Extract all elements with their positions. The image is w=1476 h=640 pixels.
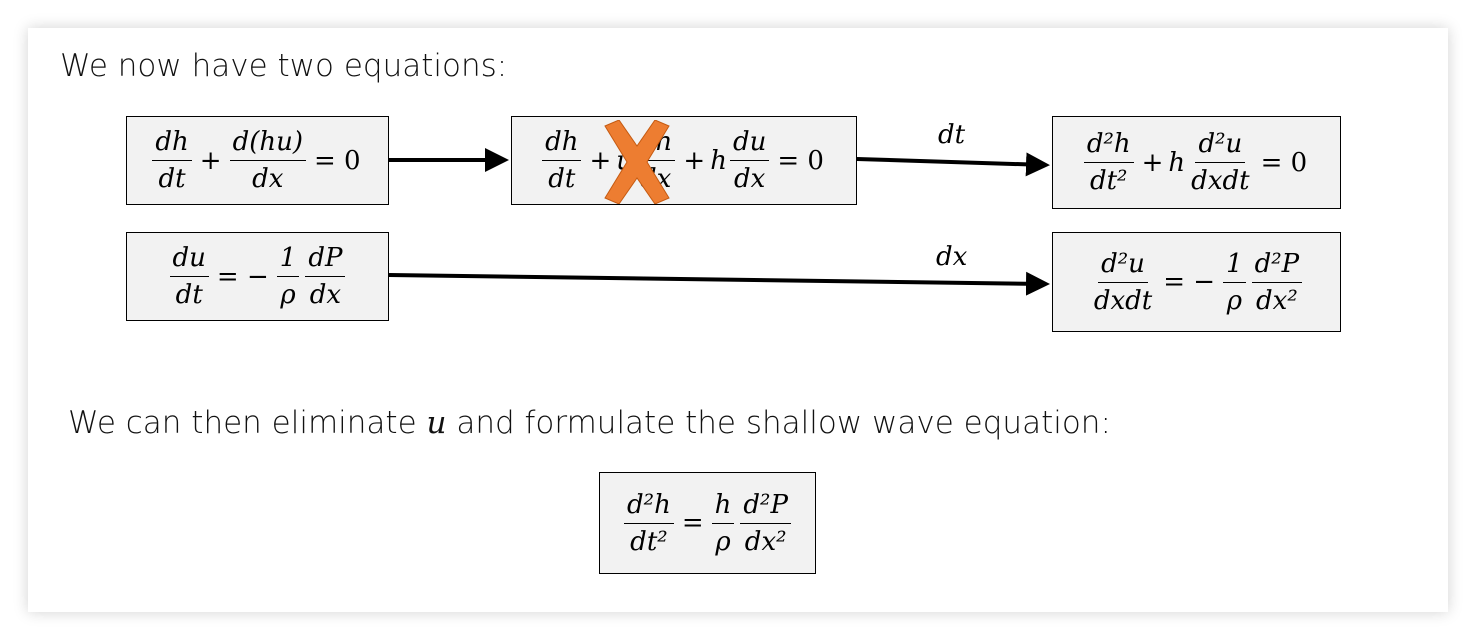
numerator: du [729, 124, 770, 161]
dx-label: dx [936, 242, 968, 272]
subheading-suffix: and formulate the shallow wave equation: [446, 405, 1111, 441]
operator: = [681, 508, 704, 538]
denominator: dxdt [1093, 285, 1153, 316]
denominator: dt [548, 164, 576, 194]
fraction: d(hu)dx [229, 124, 306, 197]
denominator: dt [158, 164, 186, 194]
operator: = − [216, 261, 269, 292]
denominator: ρ [280, 280, 296, 310]
numerator: dh [152, 124, 192, 161]
denominator: dx² [1256, 285, 1298, 316]
denominator: dx [252, 164, 284, 194]
variable: h [710, 145, 727, 176]
numerator: 1 [276, 240, 300, 277]
operator: + [1141, 147, 1164, 178]
denominator: dx [309, 280, 342, 310]
numerator: d²P [740, 487, 791, 524]
denominator: dt² [630, 526, 668, 557]
cross-out-icon [604, 120, 670, 204]
variable: h [1168, 147, 1186, 178]
subheading: We can then eliminate u and formulate th… [68, 405, 1111, 441]
operator: = 0 [1260, 147, 1308, 178]
denominator: dx² [744, 526, 787, 557]
operator: + [589, 145, 612, 176]
denominator: dt [175, 280, 203, 310]
denominator: dxdt [1191, 166, 1250, 196]
arrow-dt [856, 152, 1050, 177]
denominator: ρ [715, 526, 731, 557]
numerator: du [169, 240, 209, 277]
numerator: 1 [1223, 246, 1246, 283]
operator: + [199, 145, 222, 176]
numerator: d²u [1098, 246, 1148, 283]
operator: = 0 [314, 145, 361, 176]
operator: + [683, 145, 706, 176]
operator: = − [1163, 267, 1216, 297]
denominator: ρ [1226, 285, 1242, 316]
operator: = 0 [777, 145, 824, 176]
numerator: d²P [1251, 246, 1303, 283]
numerator: h [711, 487, 735, 524]
heading: We now have two equations: [60, 48, 508, 84]
dt-label: dt [938, 120, 966, 150]
numerator: dh [542, 124, 582, 161]
denominator: dt² [1089, 166, 1128, 196]
subheading-prefix: We can then eliminate [68, 405, 427, 441]
numerator: dP [305, 240, 346, 277]
numerator: d(hu) [229, 124, 306, 161]
numerator: d²h [1083, 126, 1134, 163]
denominator: dx [733, 164, 766, 194]
variable-u: u [426, 405, 447, 441]
numerator: d²u [1195, 126, 1246, 163]
arrow-dx [388, 271, 1050, 296]
numerator: d²h [624, 487, 674, 524]
